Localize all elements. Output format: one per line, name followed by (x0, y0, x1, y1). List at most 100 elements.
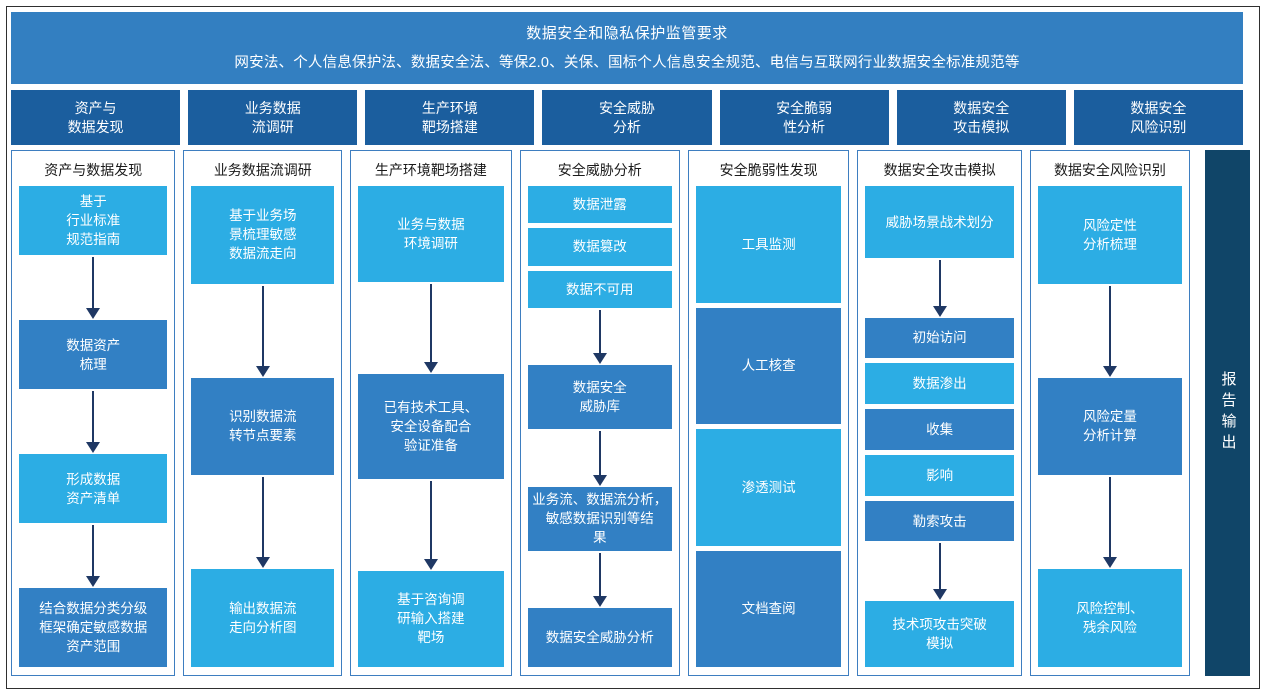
process-node-label: 人工核查 (742, 356, 796, 375)
phase-header-3[interactable]: 生产环境靶场搭建 (365, 90, 535, 145)
process-node-label-line: 识别数据流 (229, 409, 297, 425)
process-node[interactable]: 数据渗出 (865, 363, 1014, 405)
flow-arrow-down-icon (528, 308, 672, 365)
process-node-label: 数据渗出 (913, 374, 967, 393)
process-node-label: 基于咨询调研输入搭建靶场 (397, 590, 465, 647)
process-node[interactable]: 文档查阅 (695, 550, 842, 667)
process-node[interactable]: 渗透测试 (695, 429, 842, 546)
lane-5: 安全脆弱性发现工具监测人工核查渗透测试文档查阅 (687, 150, 850, 676)
lane-2: 业务数据流调研基于业务场景梳理敏感数据流走向识别数据流转节点要素输出数据流走向分… (183, 150, 343, 676)
phase-header-6[interactable]: 数据安全攻击模拟 (896, 90, 1066, 145)
lane-7: 数据安全风险识别风险定性分析梳理风险定量分析计算风险控制、残余风险 (1029, 150, 1190, 676)
process-node[interactable]: 人工核查 (695, 307, 842, 424)
flow-arrow-down-icon (1038, 284, 1182, 378)
arrow-shaft (261, 285, 264, 367)
process-node[interactable]: 工具监测 (695, 186, 842, 303)
process-node[interactable]: 结合数据分类分级框架确定敏感数据资产范围 (19, 588, 168, 667)
flow-arrow-down-icon (528, 551, 672, 608)
lane-body: 基于业务场景梳理敏感数据流走向识别数据流转节点要素输出数据流走向分析图 (191, 186, 335, 667)
lane-title: 数据安全风险识别 (1053, 162, 1166, 178)
phase-header-line: 靶场搭建 (421, 118, 478, 135)
process-node[interactable]: 初始访问 (865, 317, 1014, 359)
process-node[interactable]: 风险控制、残余风险 (1037, 569, 1182, 667)
process-node[interactable]: 风险定量分析计算 (1037, 377, 1182, 476)
process-node-label: 渗透测试 (742, 478, 796, 497)
process-node[interactable]: 数据篡改 (527, 228, 672, 266)
phase-header-7[interactable]: 数据安全风险识别 (1073, 90, 1243, 145)
process-node[interactable]: 技术项攻击突破模拟 (865, 600, 1014, 668)
process-node-label: 影响 (926, 466, 953, 485)
process-node[interactable]: 业务流、数据流分析，敏感数据识别等结果 (527, 486, 672, 552)
process-node-label-line: 转节点要素 (229, 428, 297, 444)
process-node[interactable]: 数据泄露 (527, 186, 672, 224)
process-node-label: 基于行业标准规范指南 (66, 192, 120, 249)
phase-lane-row: 资产与数据发现基于行业标准规范指南数据资产梳理形成数据资产清单结合数据分类分级框… (11, 150, 1243, 676)
process-node[interactable]: 数据安全威胁库 (527, 365, 672, 430)
process-node[interactable]: 风险定性分析梳理 (1037, 186, 1182, 284)
process-node-label: 数据篡改 (573, 237, 627, 256)
process-node[interactable]: 输出数据流走向分析图 (191, 569, 335, 667)
process-node-label-line: 数据安全 (572, 380, 627, 396)
process-node-label: 收集 (926, 420, 953, 439)
process-node-label-line: 威胁库 (579, 399, 621, 415)
process-node[interactable]: 基于咨询调研输入搭建靶场 (358, 571, 504, 667)
process-node[interactable]: 数据不可用 (527, 270, 672, 308)
process-node-label-line: 走向分析图 (229, 620, 297, 636)
lane-6: 数据安全攻击模拟威胁场景战术划分初始访问数据渗出收集影响勒索攻击技术项攻击突破模… (857, 150, 1022, 676)
phase-header-line: 数据安全 (953, 99, 1010, 116)
phase-header-4[interactable]: 安全威胁分析 (542, 90, 712, 145)
flow-arrow-down-icon (191, 475, 334, 569)
process-node-label-line: 环境调研 (403, 235, 458, 251)
process-node[interactable]: 基于业务场景梳理敏感数据流走向 (191, 186, 335, 284)
process-node-label-line: 工具监测 (741, 236, 796, 252)
process-node[interactable]: 基于行业标准规范指南 (19, 186, 168, 256)
process-node-label-line: 果 (593, 530, 607, 546)
process-node-label-line: 技术项攻击突破 (892, 616, 987, 632)
process-node[interactable]: 形成数据资产清单 (19, 454, 168, 524)
flow-arrow-down-icon (19, 523, 167, 588)
phase-header-1[interactable]: 资产与数据发现 (11, 90, 181, 145)
lane-body: 工具监测人工核查渗透测试文档查阅 (695, 186, 842, 667)
phase-header-line: 生产环境 (421, 99, 478, 116)
process-node[interactable]: 收集 (865, 409, 1014, 450)
arrow-head (86, 308, 101, 320)
arrow-shaft (429, 283, 432, 363)
process-node-label-line: 景梳理敏感 (229, 227, 297, 243)
arrow-head (86, 442, 101, 454)
process-node-label-line: 数据泄露 (572, 197, 627, 213)
arrow-head (423, 361, 438, 373)
arrow-head (255, 557, 270, 569)
process-node-label: 数据不可用 (566, 280, 634, 299)
phase-header-strip: 资产与数据发现业务数据流调研生产环境靶场搭建安全威胁分析安全脆弱性分析数据安全攻… (11, 90, 1243, 145)
process-node-label-line: 规范指南 (66, 232, 121, 248)
flow-arrow-down-icon (19, 255, 167, 320)
process-node-label-line: 安全设备配合 (390, 418, 472, 434)
process-node-label-line: 敏感数据识别等结 (545, 511, 654, 527)
arrow-head (1102, 557, 1117, 569)
flow-arrow-down-icon (865, 258, 1013, 317)
process-node-label-line: 已有技术工具、 (383, 399, 479, 415)
phase-header-2[interactable]: 业务数据流调研 (188, 90, 358, 145)
process-node-label: 风险定性分析梳理 (1083, 216, 1137, 254)
process-node[interactable]: 数据安全威胁分析 (527, 608, 672, 667)
process-node-label-line: 数据资产 (66, 337, 121, 353)
arrow-head (592, 596, 607, 608)
phase-header-line: 资产与 (74, 99, 117, 116)
process-node-label-line: 资产清单 (66, 490, 121, 506)
process-node-label: 输出数据流走向分析图 (229, 599, 297, 637)
process-node-label: 业务流、数据流分析，敏感数据识别等结果 (532, 490, 667, 547)
process-node[interactable]: 数据资产梳理 (19, 320, 168, 390)
process-node-label-line: 影响 (926, 467, 954, 483)
process-node[interactable]: 识别数据流转节点要素 (191, 377, 335, 476)
process-node[interactable]: 影响 (865, 454, 1014, 496)
process-node[interactable]: 勒索攻击 (865, 500, 1014, 542)
process-node[interactable]: 威胁场景战术划分 (865, 186, 1014, 259)
lane-title: 生产环境靶场搭建 (374, 162, 487, 178)
process-node-label-line: 文档查阅 (741, 601, 796, 617)
phase-header-5[interactable]: 安全脆弱性分析 (719, 90, 889, 145)
flow-arrow-down-icon (1038, 475, 1182, 569)
arrow-shaft (598, 309, 601, 355)
process-node[interactable]: 业务与数据环境调研 (358, 186, 504, 282)
arrow-shaft (429, 481, 432, 561)
process-node[interactable]: 已有技术工具、安全设备配合验证准备 (358, 373, 504, 480)
